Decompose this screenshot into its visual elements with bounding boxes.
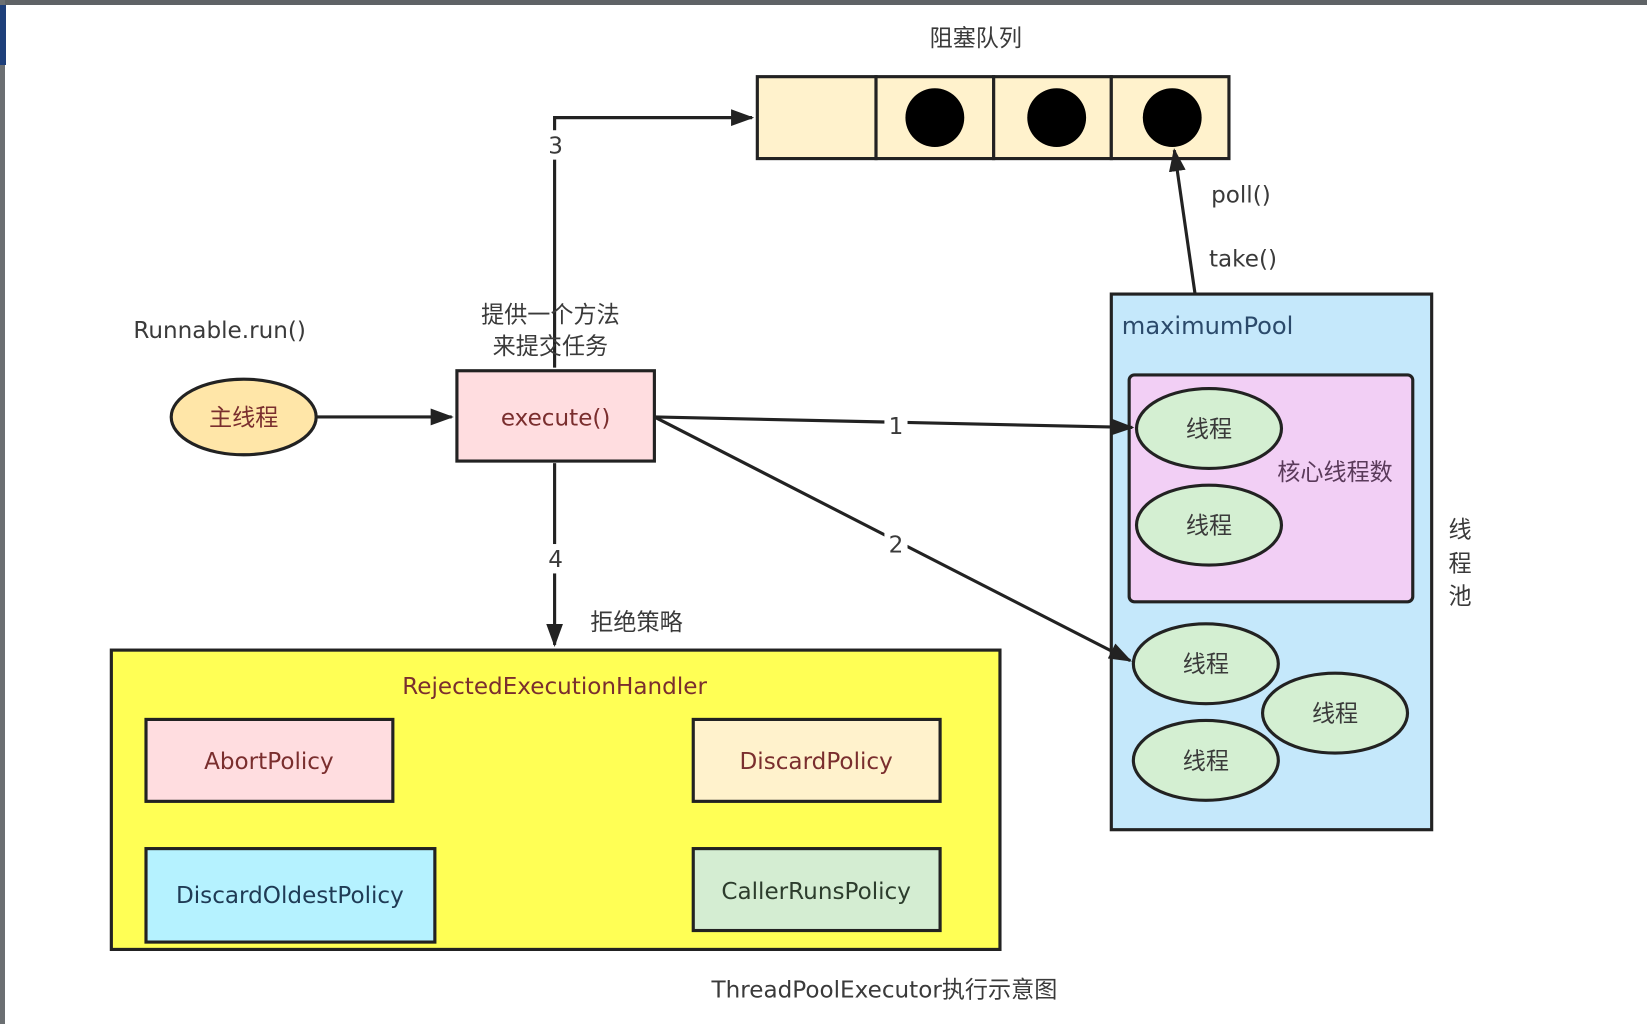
thread-label: 线程 xyxy=(1186,417,1232,443)
window-left-edge xyxy=(0,0,5,1024)
thread-pool-side-label: 池 xyxy=(1448,584,1471,610)
thread-node xyxy=(1134,387,1284,470)
window-left-accent xyxy=(0,5,6,65)
maximum-pool-title: maximumPool xyxy=(1122,312,1294,340)
execute-label: execute() xyxy=(501,405,611,431)
thread-node xyxy=(1131,622,1280,706)
blocking-queue xyxy=(755,75,1231,161)
queue-title: 阻塞队列 xyxy=(930,26,1022,52)
abort-policy-label: AbortPolicy xyxy=(204,749,334,775)
poll-label: poll() xyxy=(1211,183,1271,209)
take-label: take() xyxy=(1209,247,1277,273)
thread-node xyxy=(1131,718,1280,802)
queued-task-dot xyxy=(1027,88,1087,148)
queue-slot xyxy=(755,75,878,161)
window-top-bar xyxy=(0,0,1647,5)
edge-3-label: 3 xyxy=(548,133,563,159)
runnable-run-label: Runnable.run() xyxy=(133,318,305,344)
caller-runs-policy-label: CallerRunsPolicy xyxy=(721,879,911,905)
caller-runs-policy-box xyxy=(691,847,942,933)
execute-note-line2: 来提交任务 xyxy=(493,334,608,360)
discard-policy-box xyxy=(691,717,942,803)
execute-note-line1: 提供一个方法 xyxy=(481,302,620,328)
thread-node xyxy=(1260,671,1410,755)
edge-2-label: 2 xyxy=(889,532,904,558)
rejected-handler-title: RejectedExecutionHandler xyxy=(402,674,707,700)
discard-oldest-policy-box xyxy=(144,847,437,944)
reject-policy-label: 拒绝策略 xyxy=(590,610,682,636)
thread-nodes: 线程 线程 线程 线程 线程 xyxy=(1131,387,1410,802)
edge-1-label: 1 xyxy=(889,414,904,440)
discard-policy-label: DiscardPolicy xyxy=(740,749,893,775)
main-thread-node xyxy=(169,377,318,457)
diagram-caption: ThreadPoolExecutor执行示意图 xyxy=(711,978,1058,1004)
thread-node xyxy=(1134,483,1284,567)
thread-label: 线程 xyxy=(1183,652,1229,678)
edge-3-to-queue xyxy=(553,109,755,368)
edge-4-label: 4 xyxy=(548,547,563,573)
discard-oldest-policy-label: DiscardOldestPolicy xyxy=(176,883,404,909)
main-thread-label: 主线程 xyxy=(209,405,278,431)
thread-pool-side-label: 线 xyxy=(1448,518,1471,544)
thread-label: 线程 xyxy=(1186,514,1232,540)
execute-node xyxy=(455,369,656,463)
abort-policy-box xyxy=(144,717,395,803)
thread-pool-side-label: 程 xyxy=(1448,551,1471,577)
queued-task-dot xyxy=(905,88,965,148)
core-pool-label: 核心线程数 xyxy=(1277,460,1392,486)
thread-label: 线程 xyxy=(1183,749,1229,775)
queued-task-dot xyxy=(1142,88,1202,148)
thread-label: 线程 xyxy=(1312,702,1358,728)
